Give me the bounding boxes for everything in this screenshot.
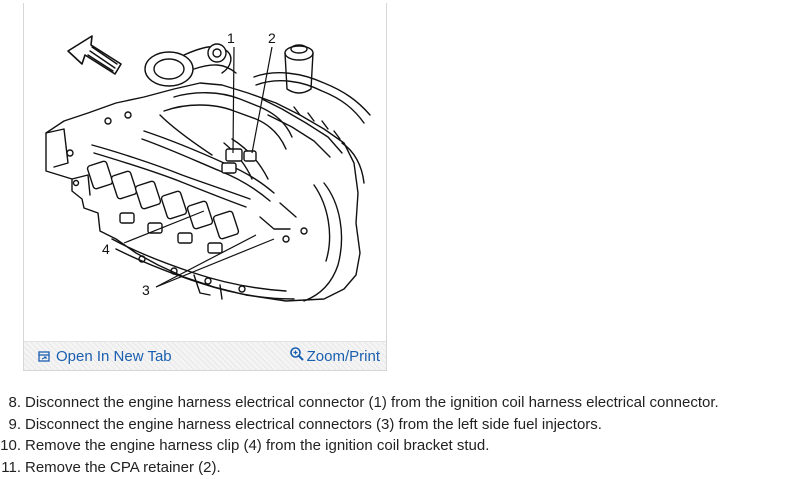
step-text: Remove the engine harness clip (4) from … <box>25 437 490 455</box>
engine-harness-diagram: 1 2 3 4 <box>45 30 371 302</box>
zoom-print-label: Zoom/Print <box>306 348 380 365</box>
callout-1: 1 <box>227 30 235 46</box>
callout-3: 3 <box>142 282 150 298</box>
figure-toolbar: Open In New Tab Zoom/Print <box>24 341 386 370</box>
illustration-panel: 1 2 3 4 Open In New Tab Zoom/Print <box>23 3 387 371</box>
list-item: 11. Remove the CPA retainer (2). <box>0 457 719 479</box>
list-item: 9. Disconnect the engine harness electri… <box>0 414 719 436</box>
step-number: 8. <box>8 394 21 411</box>
zoom-print-link[interactable]: Zoom/Print <box>289 346 380 365</box>
open-in-new-tab-label: Open In New Tab <box>56 348 172 365</box>
callout-4: 4 <box>102 241 110 257</box>
procedure-steps: 8. Disconnect the engine harness electri… <box>0 392 719 478</box>
step-text: Disconnect the engine harness electrical… <box>25 415 602 433</box>
step-text: Remove the CPA retainer (2). <box>25 458 221 476</box>
magnifier-icon <box>289 346 304 361</box>
step-number: 11. <box>1 458 21 476</box>
open-new-tab-icon <box>38 351 50 362</box>
front-direction-arrow-icon <box>67 35 122 75</box>
open-in-new-tab-link[interactable]: Open In New Tab <box>38 348 172 365</box>
step-text: Disconnect the engine harness electrical… <box>25 394 719 411</box>
list-item: 8. Disconnect the engine harness electri… <box>0 392 719 414</box>
step-number: 9. <box>8 415 21 433</box>
step-number: 10. <box>0 437 21 455</box>
callout-2: 2 <box>268 30 276 46</box>
list-item: 10. Remove the engine harness clip (4) f… <box>0 435 719 457</box>
